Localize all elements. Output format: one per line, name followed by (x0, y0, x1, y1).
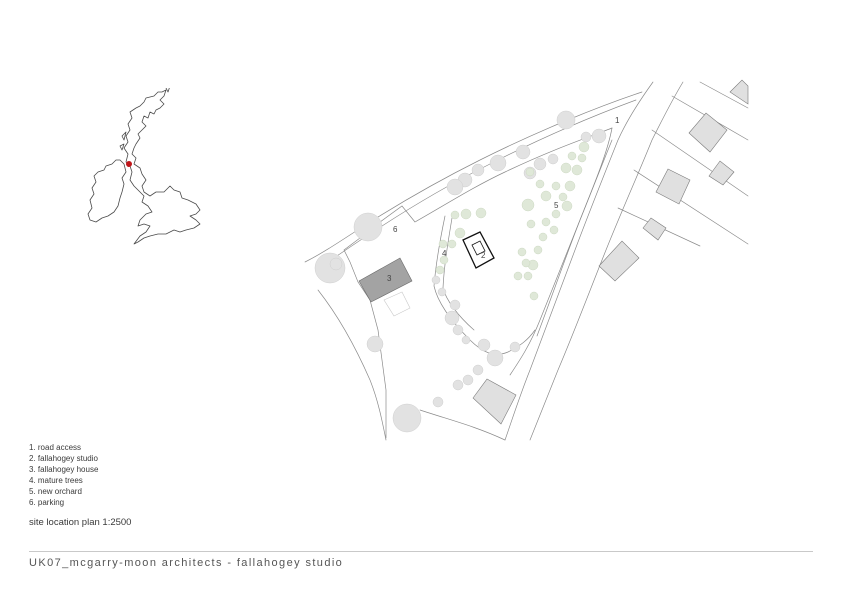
neighbour-building-5 (688, 112, 728, 153)
neighbour-building-3 (655, 168, 691, 205)
plan-label-house: 3 (387, 274, 392, 283)
main-road-east-edge (529, 81, 684, 441)
neighbour-building-4 (708, 160, 735, 186)
plan-label-road: 1 (615, 116, 620, 125)
uk-ireland-key-map (87, 88, 201, 245)
legend-item-road-access: 1. road access (29, 443, 82, 452)
site-boundary (343, 127, 613, 439)
legend-item-new-orchard: 5. new orchard (29, 487, 82, 497)
footer-title: UK07_mcgarry-moon architects - fallahoge… (29, 557, 344, 569)
east-plot-line-2 (651, 129, 749, 197)
north-lane-upper (304, 91, 643, 263)
neighbour-building-1 (598, 240, 640, 282)
neighbour-building-2 (642, 217, 667, 241)
legend-item-mature-trees: 4. mature trees (29, 476, 83, 486)
studio-inner-room (471, 240, 486, 256)
great-britain-outline (123, 89, 201, 245)
east-plot-line-3 (633, 169, 749, 245)
scale-label: site location plan 1:2500 (29, 517, 132, 528)
legend-item-studio: 2. fallahogey studio (29, 454, 98, 464)
east-plot-line-5 (699, 81, 749, 109)
plan-label-studio: 2 (481, 251, 486, 260)
parking-building (472, 378, 517, 425)
site-location-marker (126, 161, 132, 167)
plan-legend: 1. road access 2. fallahogey studio 3. f… (29, 442, 98, 509)
hebrides-islands (119, 131, 127, 151)
orchard-trees (435, 141, 590, 301)
mature-trees (314, 110, 607, 433)
fallahogey-studio[interactable] (462, 231, 495, 269)
ireland-outline (87, 159, 127, 223)
legend-item-parking: 6. parking (29, 498, 65, 508)
main-road-west-edge (504, 81, 654, 441)
plan-label-parking: 6 (393, 225, 398, 234)
neighbour-building-6 (729, 79, 749, 105)
site-boundary-east (509, 127, 613, 376)
northern-islands (165, 88, 170, 93)
fallahogey-house (358, 257, 413, 303)
legend-item-house: 3. fallahogey house (29, 465, 99, 475)
footer-divider (29, 551, 813, 552)
south-field-line (419, 409, 506, 441)
house-outbuilding (383, 291, 411, 317)
west-field-line (317, 289, 387, 441)
plan-label-orchard: 5 (554, 201, 559, 210)
plan-label-trees: 4 (442, 249, 447, 258)
